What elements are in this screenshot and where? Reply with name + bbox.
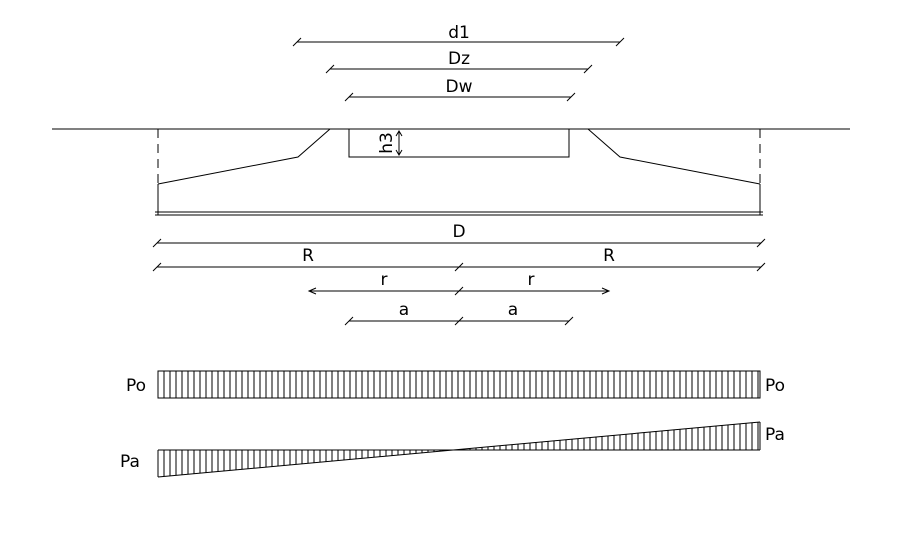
- a-tick-right: [564, 316, 574, 326]
- dz-label: Dz: [448, 49, 470, 69]
- linear-load-left-label: Pa: [120, 452, 140, 472]
- linear-load-hatching: [163, 422, 759, 477]
- pit-outline: [348, 129, 570, 158]
- central-pit: h3: [348, 128, 570, 158]
- uniform-load-hatching: [163, 371, 759, 398]
- r-big-tick-center: [454, 262, 464, 272]
- d1-label: d1: [448, 23, 470, 43]
- h3-arrow-top: [395, 130, 403, 137]
- d1-tick-left: [292, 37, 302, 47]
- h3-arrow-bottom: [395, 149, 403, 156]
- dz-tick-left: [325, 64, 335, 74]
- r-big-right-label: R: [603, 246, 615, 266]
- dz-tick-right: [583, 64, 593, 74]
- bottom-dimensions: D R R r r a a: [152, 222, 766, 326]
- r-small-tick-center: [454, 286, 464, 296]
- h3-label: h3: [377, 132, 397, 154]
- right-slope: [587, 128, 761, 185]
- left-slope: [157, 128, 331, 185]
- foundation-outline: [155, 128, 763, 216]
- uniform-load-diagram: Po Po: [126, 370, 785, 399]
- linear-load-right-label: Pa: [765, 425, 785, 445]
- r-big-tick-right: [756, 262, 766, 272]
- r-small-arrow-right: [601, 287, 611, 295]
- linear-load-diagram: Pa Pa: [120, 421, 785, 478]
- a-right-label: a: [508, 300, 518, 320]
- uniform-load-left-label: Po: [126, 376, 146, 396]
- d-tick-left: [152, 238, 162, 248]
- a-tick-center: [454, 316, 464, 326]
- uniform-load-outline: [157, 370, 761, 399]
- top-dimensions: d1 Dz Dw: [292, 23, 625, 102]
- dw-label: Dw: [446, 77, 473, 97]
- dw-tick-right: [566, 92, 576, 102]
- d1-tick-right: [615, 37, 625, 47]
- linear-load-slope: [157, 421, 761, 478]
- r-big-left-label: R: [302, 246, 314, 266]
- d-label: D: [452, 222, 465, 242]
- uniform-load-right-label: Po: [765, 376, 785, 396]
- r-small-arrow-left: [307, 287, 317, 295]
- dw-tick-left: [344, 92, 354, 102]
- r-big-tick-left: [152, 262, 162, 272]
- a-tick-left: [344, 316, 354, 326]
- d-tick-right: [756, 238, 766, 248]
- r-small-right-label: r: [528, 270, 535, 290]
- a-left-label: a: [399, 300, 409, 320]
- r-small-left-label: r: [381, 270, 388, 290]
